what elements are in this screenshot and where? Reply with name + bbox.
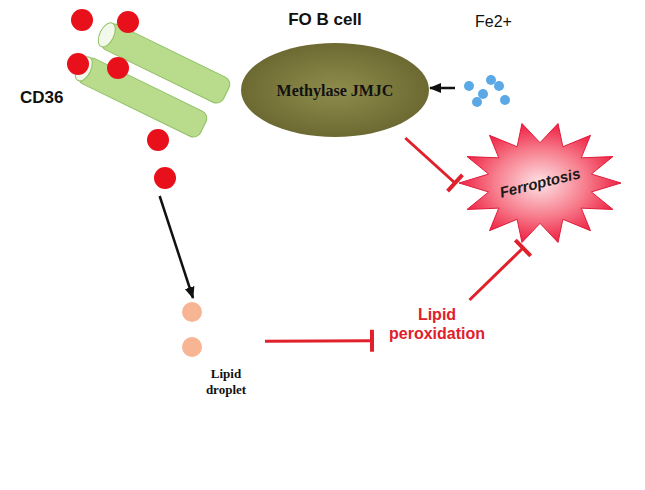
node-label: Lipid droplet — [195, 366, 257, 397]
cd36-receptor: CD36 — [10, 8, 215, 196]
inhibition-line — [470, 248, 524, 300]
inhibition-line — [265, 339, 372, 342]
inhibition-line — [405, 138, 455, 183]
methylase-ellipse: Methylase JMJC — [240, 42, 430, 138]
ferroptosis-burst: Ferroptosis — [455, 118, 625, 248]
lipid-droplet: Lipid droplet — [175, 298, 265, 406]
node-label: Fe2+ — [475, 12, 533, 31]
node-label: Methylase JMJC — [275, 81, 395, 100]
activation-arrow — [430, 87, 455, 90]
node-label: Lipid peroxidation — [376, 305, 498, 343]
lipid-peroxidation: Lipid peroxidation — [372, 300, 502, 348]
node-label: CD36 — [20, 88, 80, 108]
activation-arrow — [160, 196, 193, 298]
iron-ions: Fe2+ — [455, 8, 535, 108]
